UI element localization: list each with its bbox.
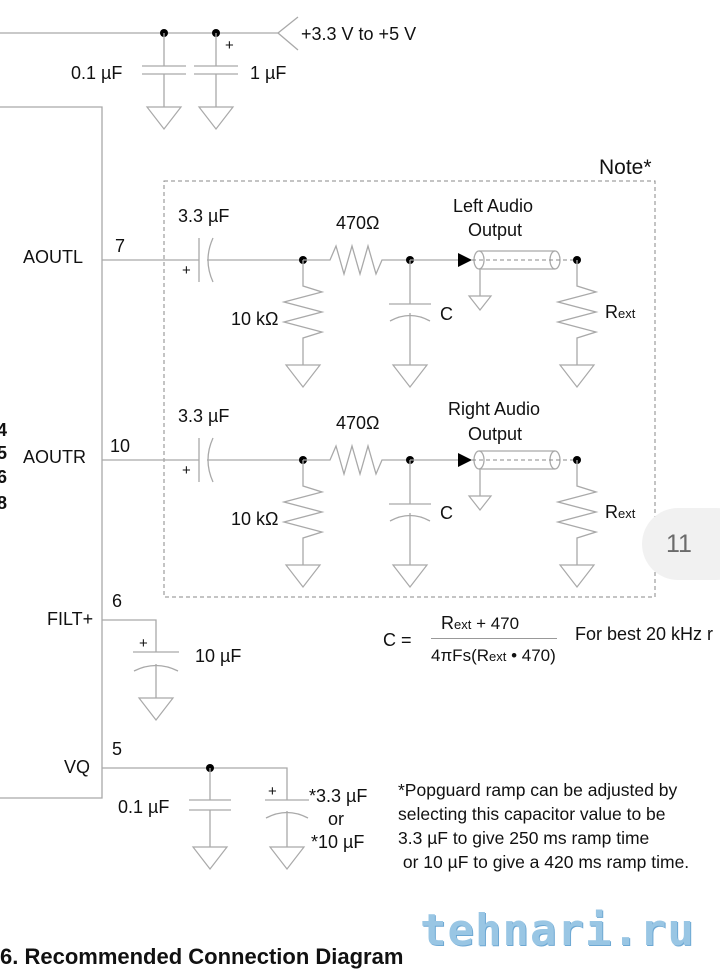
ground-icon — [558, 564, 596, 588]
side-pin-number: 8 — [0, 493, 8, 513]
side-pin-number: 6 — [0, 467, 8, 487]
formula-lhs: C = — [383, 630, 412, 650]
power-rail — [0, 16, 299, 130]
page-number: 11 — [666, 530, 692, 558]
shunt-resistor-label-left: 10 kΩ — [231, 309, 279, 329]
left-channel-circuit — [102, 237, 599, 388]
filt-cap-polarity: + — [139, 635, 148, 652]
supply-arrow-icon — [276, 16, 299, 51]
numerator-rest: + 470 — [471, 614, 520, 633]
formula-numerator: Rext + 470 — [441, 614, 519, 632]
shunt-resistor-label-right: 10 kΩ — [231, 509, 279, 529]
note-box-title: Note* — [599, 156, 652, 179]
page-number-badge[interactable] — [642, 508, 720, 580]
numerator-sub: ext — [454, 617, 472, 632]
right-channel-circuit — [102, 437, 599, 588]
ground-icon — [137, 697, 175, 721]
vq-cap-label: 0.1 µF — [118, 797, 170, 817]
note-box — [163, 180, 656, 598]
ground-icon — [284, 364, 322, 388]
load-resistor-sub: ext — [618, 506, 636, 521]
output-label-right-line1: Right Audio — [448, 399, 541, 419]
decoupling-cap-symbol — [142, 33, 186, 130]
series-resistor-symbol — [303, 243, 410, 277]
output-label-left-line1: Left Audio — [453, 196, 534, 216]
popguard-note-line: *Popguard ramp can be adjusted by — [398, 780, 678, 800]
popguard-cap-line1: *3.3 µF — [309, 786, 368, 806]
coupling-cap-polarity-right: + — [182, 462, 191, 479]
filter-cap-label-right: C — [440, 503, 453, 523]
load-resistor-sub: ext — [618, 306, 636, 321]
ground-icon — [268, 846, 306, 870]
vq-circuit — [102, 764, 309, 870]
filt-cap-label: 10 µF — [195, 646, 242, 666]
ic-outline — [0, 106, 103, 799]
coupling-cap-polarity-left: + — [182, 262, 191, 279]
output-label-left-line2: Output — [468, 220, 523, 240]
load-resistor-label-left: Rext — [605, 303, 635, 321]
pin-name-aoutr: AOUTR — [23, 447, 86, 467]
supply-voltage-label: +3.3 V to +5 V — [301, 24, 417, 44]
load-resistor-symbol — [555, 460, 599, 565]
bulk-cap-label: 1 µF — [250, 63, 287, 83]
output-arrow-icon — [458, 253, 472, 267]
popguard-cap-polarity: + — [268, 783, 277, 800]
ground-icon — [197, 106, 235, 130]
pin-number-filt: 6 — [112, 591, 123, 611]
ground-icon — [284, 564, 322, 588]
bulk-cap-symbol — [194, 33, 238, 130]
figure-caption: 6. Recommended Connection Diagram — [0, 944, 404, 969]
denominator-prefix: 4πFs(R — [431, 646, 490, 665]
fraction-bar — [431, 638, 557, 639]
ground-icon — [467, 295, 493, 311]
pin-number-aoutl: 7 — [115, 236, 126, 256]
load-resistor-label-right: Rext — [605, 503, 635, 521]
watermark-logo: tehnari.ru — [420, 905, 695, 956]
ground-icon — [391, 364, 429, 388]
pin-number-aoutr: 10 — [110, 436, 131, 456]
ground-icon — [145, 106, 183, 130]
bulk-cap-polarity: + — [225, 37, 234, 54]
ground-icon — [558, 364, 596, 388]
filt-circuit — [102, 619, 179, 721]
popguard-note-line: selecting this capacitor value to be — [398, 804, 666, 824]
series-resistor-symbol — [303, 443, 410, 477]
shunt-resistor-symbol — [281, 260, 325, 365]
pin-name-filt: FILT+ — [47, 609, 94, 629]
ground-icon — [391, 564, 429, 588]
numerator-main: R — [441, 613, 454, 633]
denominator-rest: • 470) — [506, 646, 556, 665]
shunt-resistor-symbol — [281, 460, 325, 565]
popguard-cap-line2: or — [328, 809, 345, 829]
output-arrow-icon — [458, 453, 472, 467]
coupling-cap-label-right: 3.3 µF — [178, 406, 230, 426]
popguard-note-line: or 10 µF to give a 420 ms ramp time. — [398, 852, 690, 872]
load-resistor-main: R — [605, 502, 618, 522]
formula-denominator: 4πFs(Rext • 470) — [431, 647, 556, 664]
coupling-cap-label-left: 3.3 µF — [178, 206, 230, 226]
formula-comment: For best 20 kHz r — [575, 624, 714, 644]
side-pin-number: 4 — [0, 420, 8, 440]
pin-number-vq: 5 — [112, 739, 123, 759]
output-label-right-line2: Output — [468, 424, 523, 444]
filter-cap-label-left: C — [440, 304, 453, 324]
ground-icon — [191, 846, 229, 870]
popguard-note-line: 3.3 µF to give 250 ms ramp time — [398, 828, 650, 848]
ground-icon — [467, 495, 493, 511]
side-pin-number: 5 — [0, 443, 8, 463]
denominator-sub: ext — [489, 649, 507, 664]
pin-name-vq: VQ — [64, 757, 91, 777]
load-resistor-main: R — [605, 302, 618, 322]
series-resistor-label-right: 470Ω — [336, 413, 380, 433]
series-resistor-label-left: 470Ω — [336, 213, 380, 233]
pin-name-aoutl: AOUTL — [23, 247, 84, 267]
popguard-cap-line3: *10 µF — [311, 832, 365, 852]
load-resistor-symbol — [555, 260, 599, 365]
decoupling-cap-label: 0.1 µF — [71, 63, 123, 83]
